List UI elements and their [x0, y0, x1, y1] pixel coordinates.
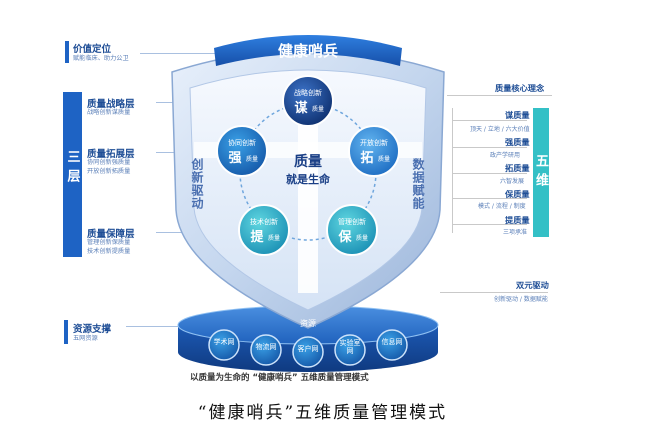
item-5-title: 提质量 — [505, 215, 530, 225]
three-layers-bar — [63, 92, 82, 257]
node-top — [282, 75, 334, 127]
right-vertical-text: 数据赋能 — [411, 158, 425, 210]
three-layers-text: 三层 — [64, 150, 80, 188]
assurance-sub1: 管理创新保质量 — [87, 239, 131, 246]
node-bottom-left-small: 质量 — [268, 234, 280, 242]
banner — [214, 35, 402, 66]
node-bottom-right-small: 质量 — [356, 234, 368, 242]
five-dims-bar — [533, 108, 549, 237]
diagram-caption: 以质量为生命的 “健康哨兵” 五维质量管理模式 — [190, 373, 369, 383]
three-layers-label: 三层 — [65, 150, 81, 188]
network-circles — [208, 329, 408, 368]
node-left-small: 质量 — [246, 155, 258, 163]
center-line1: 质量 — [294, 153, 322, 170]
node-left-big: 强 — [228, 151, 241, 166]
right-vertical-wrap: 数据赋能 — [410, 158, 426, 210]
expansion-sub1: 协同创新强质量 — [87, 159, 131, 166]
node-bottom-left-label: 技术创新 — [250, 217, 278, 226]
resources-bar — [64, 320, 68, 344]
dual-drive-title: 双元驱动 — [516, 280, 549, 290]
base-label: 资源 — [300, 318, 316, 328]
node-right — [348, 125, 400, 177]
item-4-title: 保质量 — [505, 189, 530, 199]
node-right-small: 质量 — [378, 155, 390, 163]
node-bottom-right — [326, 204, 378, 256]
strategy-title: 质量战略层 — [87, 99, 135, 110]
node-top-label: 战略创新 — [294, 88, 322, 97]
node-left-label: 协同创新 — [228, 138, 256, 147]
banner-text: 健康哨兵 — [278, 42, 338, 60]
network-label-4: 信息网 — [381, 338, 403, 346]
strategy-sub: 战略创新谋质量 — [87, 109, 131, 116]
node-right-big: 拓 — [360, 150, 373, 166]
node-left — [216, 125, 268, 177]
five-dims-text: 五维 — [533, 154, 548, 192]
node-bottom-left — [238, 204, 290, 256]
network-label-3: 实验室网 — [339, 339, 361, 355]
node-bottom-right-big: 保 — [337, 229, 352, 245]
item-2-sub: 政产学研用 — [490, 152, 521, 159]
network-label-2: 客户网 — [297, 345, 319, 353]
value-title: 价值定位 — [73, 44, 112, 55]
node-right-label: 开放创新 — [360, 138, 388, 147]
item-2-title: 强质量 — [505, 137, 530, 147]
item-1-title: 谋质量 — [505, 110, 530, 120]
expansion-title: 质量拓展层 — [87, 149, 135, 160]
node-top-small: 质量 — [312, 105, 324, 113]
node-bottom-right-label: 管理创新 — [338, 217, 366, 226]
assurance-sub2: 技术创新提质量 — [87, 248, 131, 255]
network-label-1: 物流网 — [255, 343, 277, 351]
left-vertical-wrap: 创新驱动 — [189, 158, 205, 210]
item-5-sub: 三项承准 — [503, 229, 528, 236]
core-concept-title: 质量核心理念 — [495, 83, 545, 93]
item-1-sub: 顶天 / 立地 / 六大价值 — [470, 126, 530, 133]
node-top-big: 谋 — [294, 100, 308, 116]
assurance-title: 质量保障层 — [87, 229, 135, 240]
network-label-0: 学术网 — [213, 338, 235, 346]
five-dims-label: 五维 — [533, 154, 549, 192]
item-3-title: 拓质量 — [505, 163, 530, 173]
resources-title: 资源支撑 — [73, 324, 112, 335]
value-sub: 赋能临床、助力公卫 — [73, 55, 129, 62]
dual-drive-sub: 创新驱动 / 数据赋能 — [494, 296, 548, 303]
item-4-sub: 模式 / 流程 / 制度 — [478, 203, 526, 210]
value-bar — [65, 41, 69, 63]
resources-sub: 五网资源 — [73, 335, 98, 342]
figure-caption: “健康哨兵”五维质量管理模式 — [197, 403, 448, 423]
item-3-sub: 六智发展 — [500, 178, 525, 185]
expansion-sub2: 开放创新拓质量 — [87, 168, 131, 175]
center-line2: 就是生命 — [286, 172, 331, 186]
left-vertical-text: 创新驱动 — [190, 158, 204, 210]
node-bottom-left-big: 提 — [250, 229, 264, 245]
